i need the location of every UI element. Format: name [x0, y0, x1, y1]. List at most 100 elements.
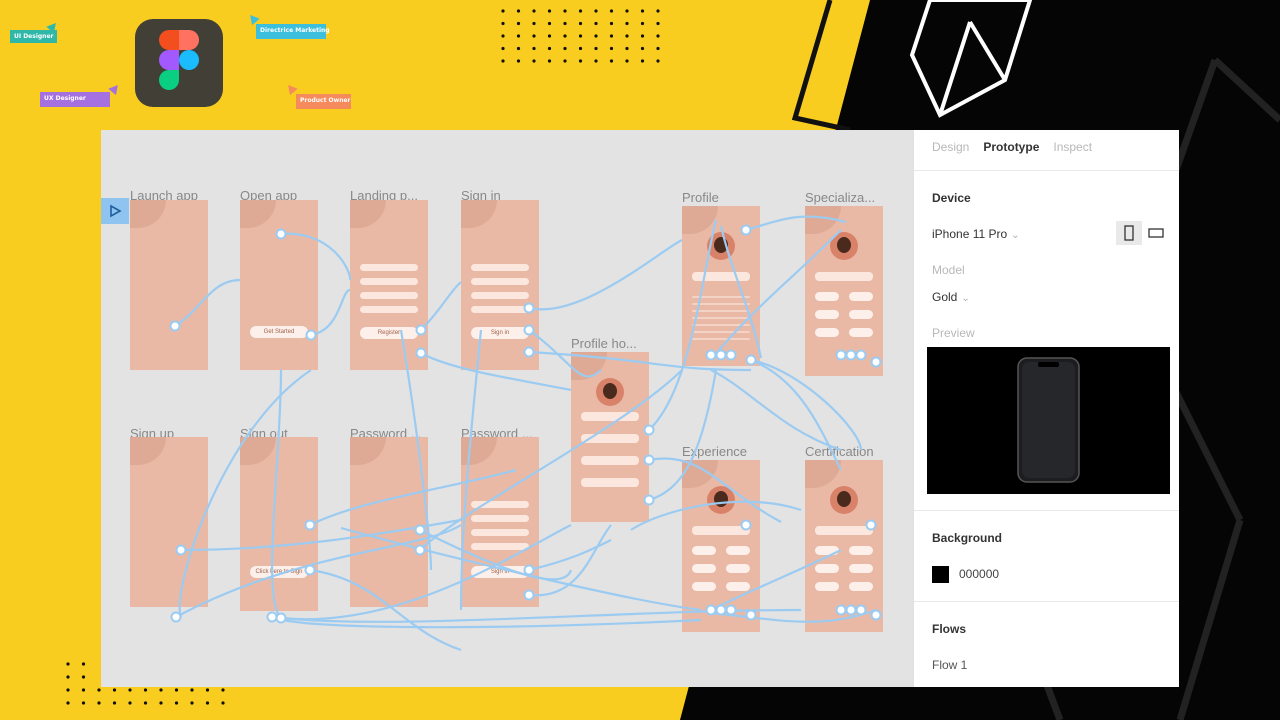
- decoration-dot: [112, 701, 117, 705]
- screen-frame[interactable]: [571, 352, 649, 522]
- input-field: [360, 306, 418, 313]
- decoration-dot: [532, 46, 536, 51]
- frame-button[interactable]: Click here to Sign: [250, 566, 308, 578]
- tag-pill: [815, 328, 839, 337]
- decoration-dot: [594, 9, 598, 13]
- frame-label[interactable]: Experience: [682, 444, 748, 459]
- background-color-swatch[interactable]: [932, 566, 949, 583]
- tag-pill: [815, 310, 839, 319]
- panel-tabs: Design Prototype Inspect: [932, 140, 1092, 154]
- connection-node[interactable]: [275, 612, 287, 624]
- tab-inspect[interactable]: Inspect: [1053, 140, 1093, 154]
- screen-frame[interactable]: [130, 200, 208, 370]
- decoration-dot: [594, 46, 598, 51]
- device-select[interactable]: iPhone 11 Pro⌄: [932, 227, 1020, 241]
- frame-button[interactable]: Register: [360, 327, 418, 339]
- screen-frame[interactable]: Get Started: [240, 200, 318, 370]
- flow-item[interactable]: Flow 1: [932, 658, 968, 672]
- decoration-dot: [81, 701, 86, 705]
- model-label: Model: [932, 263, 965, 277]
- frame-label[interactable]: Launch app: [130, 188, 198, 203]
- decoration-dot: [563, 34, 567, 38]
- frame-label[interactable]: Sign in: [461, 188, 501, 203]
- frame-label[interactable]: Landing p...: [350, 188, 418, 203]
- decoration-dot: [97, 688, 101, 692]
- screen-frame[interactable]: Sign in: [461, 200, 539, 370]
- decoration-dot: [656, 59, 660, 63]
- connection-line: [528, 524, 612, 597]
- background-hex-value[interactable]: 000000: [959, 567, 1000, 581]
- text-line: [692, 310, 750, 312]
- frame-label[interactable]: Certification: [805, 444, 874, 459]
- avatar: [596, 378, 624, 406]
- flow-start-play-button[interactable]: [101, 198, 129, 224]
- frame-label[interactable]: Profile: [682, 190, 719, 205]
- tab-prototype[interactable]: Prototype: [983, 140, 1040, 154]
- decoration-dot: [81, 675, 86, 679]
- decoration-dot: [578, 59, 583, 63]
- screen-frame[interactable]: [805, 460, 883, 632]
- connection-node[interactable]: [170, 611, 182, 623]
- input-field: [471, 264, 529, 271]
- connection-node[interactable]: [266, 611, 278, 623]
- list-item: [815, 526, 873, 535]
- decoration-dot: [563, 59, 567, 63]
- decoration-dot: [532, 34, 536, 38]
- decoration-dot: [532, 9, 536, 13]
- decoration-dot: [547, 46, 552, 51]
- decoration-dot: [190, 701, 194, 705]
- frame-button[interactable]: Sign in: [471, 566, 529, 578]
- decoration-dot: [594, 59, 598, 63]
- decoration-dot: [625, 21, 629, 26]
- list-item: [581, 456, 639, 465]
- screen-frame[interactable]: Click here to Sign: [240, 437, 318, 611]
- frame-button[interactable]: Sign in: [471, 327, 529, 339]
- decoration-dot: [547, 59, 552, 63]
- landscape-orientation-button[interactable]: [1143, 221, 1169, 245]
- frame-decoration: [461, 437, 497, 465]
- input-field: [471, 529, 529, 536]
- frame-decoration: [130, 200, 166, 228]
- decoration-dot: [112, 688, 117, 692]
- device-value: iPhone 11 Pro: [932, 227, 1008, 241]
- decoration-dot: [81, 662, 86, 666]
- decoration-dot: [516, 59, 521, 63]
- decoration-dot: [143, 688, 148, 692]
- play-icon: [110, 204, 122, 218]
- text-line: [692, 296, 750, 298]
- decoration-dot: [97, 701, 101, 705]
- frame-label[interactable]: Profile ho...: [571, 336, 637, 351]
- decoration-dot: [174, 701, 179, 705]
- decoration-dot: [609, 46, 614, 51]
- model-select[interactable]: Gold⌄: [932, 290, 970, 304]
- decoration-dot: [81, 688, 86, 692]
- decoration-dot: [547, 9, 552, 13]
- tab-design[interactable]: Design: [932, 140, 970, 154]
- screen-frame[interactable]: [682, 206, 760, 366]
- screen-frame[interactable]: [682, 460, 760, 632]
- decoration-dot: [221, 688, 225, 692]
- screen-frame[interactable]: [350, 437, 428, 607]
- list-item: [815, 272, 873, 281]
- tag-pill: [849, 546, 873, 555]
- connection-line: [528, 239, 683, 311]
- chevron-down-icon: ⌄: [961, 293, 970, 304]
- decoration-dot: [563, 21, 567, 26]
- frame-decoration: [805, 460, 841, 488]
- decoration-dot: [563, 9, 567, 13]
- connection-line: [271, 615, 702, 629]
- portrait-orientation-button[interactable]: [1116, 221, 1142, 245]
- screen-frame[interactable]: Register: [350, 200, 428, 370]
- decoration-dot: [190, 688, 194, 692]
- screen-frame[interactable]: [805, 206, 883, 376]
- screen-frame[interactable]: Sign in: [461, 437, 539, 607]
- screen-frame[interactable]: [130, 437, 208, 607]
- decoration-dot: [609, 34, 614, 38]
- decoration-dot: [640, 21, 645, 26]
- frame-label[interactable]: Open app: [240, 188, 298, 203]
- figma-logo-icon: [135, 19, 223, 107]
- input-field: [471, 278, 529, 285]
- frame-label[interactable]: Specializa...: [805, 190, 876, 205]
- frame-button[interactable]: Get Started: [250, 326, 308, 338]
